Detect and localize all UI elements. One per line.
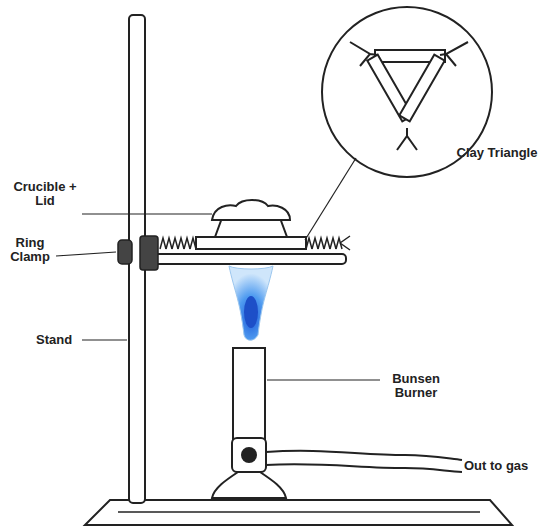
flame-core — [244, 296, 258, 328]
clay-triangle — [196, 237, 306, 249]
crucible-lid — [212, 200, 290, 220]
part-label: Crucible + Lid — [6, 180, 84, 208]
flame — [229, 266, 273, 340]
part-label: Bunsen Burner — [384, 372, 448, 400]
leader-line — [56, 158, 380, 380]
burner-tube — [233, 348, 265, 440]
ring-clamp-body — [140, 236, 158, 270]
part-label: Clay Triangle — [455, 146, 539, 160]
ring-clamp-knob — [118, 240, 132, 264]
burner-valve — [241, 447, 257, 463]
part-label: Stand — [36, 333, 80, 347]
part-label: Out to gas — [464, 459, 546, 473]
burner-base — [212, 472, 286, 498]
stand-base — [85, 500, 512, 525]
burner-valve — [232, 438, 266, 472]
part-label: Ring Clamp — [6, 236, 54, 264]
wire-coil — [160, 236, 350, 250]
gas-hose — [266, 451, 462, 460]
ring-clamp-arm — [150, 254, 346, 264]
gas-hose — [266, 464, 462, 472]
stand-base — [118, 511, 480, 513]
clay-triangle-inset — [350, 42, 468, 150]
